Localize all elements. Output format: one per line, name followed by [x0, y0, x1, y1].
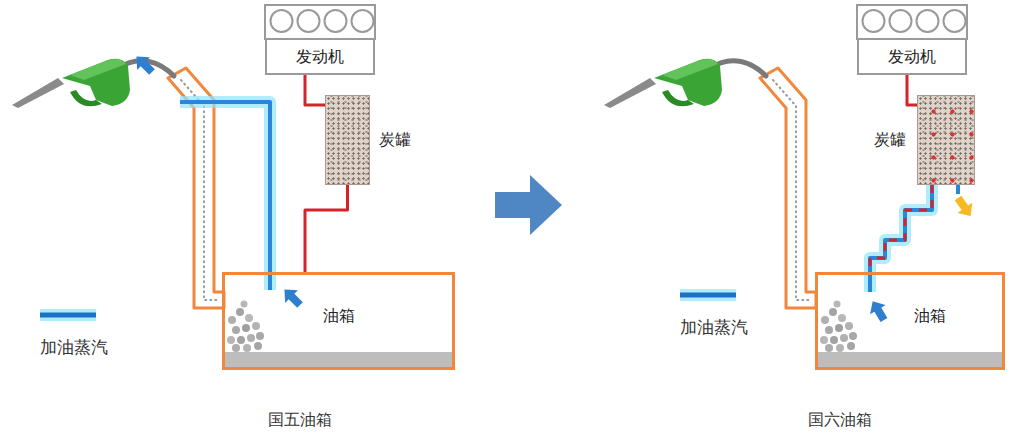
vapor-glow: [180, 102, 270, 290]
legend-sample: [36, 306, 100, 324]
legend-line: [40, 313, 96, 318]
transition-arrow: [495, 175, 562, 235]
box-label: 发动机: [888, 47, 936, 66]
fuel-tank: 油箱: [222, 272, 455, 370]
canister-box: 炭罐: [917, 95, 975, 185]
pipe-connector: [907, 75, 917, 105]
box-label: 油箱: [323, 306, 355, 325]
legend-sample: [676, 286, 740, 304]
engine-box: 发动机: [265, 38, 375, 75]
engine-top: [857, 5, 967, 39]
panel-caption: 国六油箱: [808, 410, 872, 431]
fuel-tank: 油箱: [815, 272, 1005, 370]
component-label: 炭罐: [874, 130, 906, 149]
vapor-line: [870, 185, 932, 292]
panel-caption: 国五油箱: [268, 410, 332, 431]
box-label: 发动机: [296, 47, 344, 66]
vent-arrow: [951, 193, 978, 221]
legend-entry: 加油蒸汽: [36, 306, 108, 359]
vapor-arrow: [865, 297, 892, 325]
filler-pebbles: [820, 301, 857, 353]
fuel-level: [818, 352, 1002, 367]
vapor-glow: [870, 185, 932, 292]
engine-top: [265, 5, 375, 39]
box-label: 油箱: [914, 306, 946, 325]
pipe-connector: [305, 75, 325, 105]
filler-pebbles: [227, 301, 264, 353]
vapor-arrow: [130, 50, 158, 78]
vapor-line: [180, 102, 270, 290]
fuel-level: [225, 352, 452, 367]
legend-glow: [40, 309, 96, 321]
legend-text: 加油蒸汽: [680, 316, 748, 339]
component-label: 炭罐: [379, 130, 411, 149]
canister-box: 炭罐: [325, 95, 370, 185]
legend-entry: 加油蒸汽: [676, 286, 748, 339]
legend-glow: [680, 289, 736, 301]
engine-box: 发动机: [857, 38, 967, 75]
legend-text: 加油蒸汽: [40, 336, 108, 359]
filler-neck-group: [760, 68, 816, 308]
legend-line: [680, 293, 736, 298]
pipe-connector: [305, 185, 348, 272]
vent-stub: [956, 185, 960, 194]
vapor-arrow: [278, 283, 306, 311]
pipe-connector: [870, 185, 932, 272]
fuel-nozzle: [604, 59, 766, 108]
